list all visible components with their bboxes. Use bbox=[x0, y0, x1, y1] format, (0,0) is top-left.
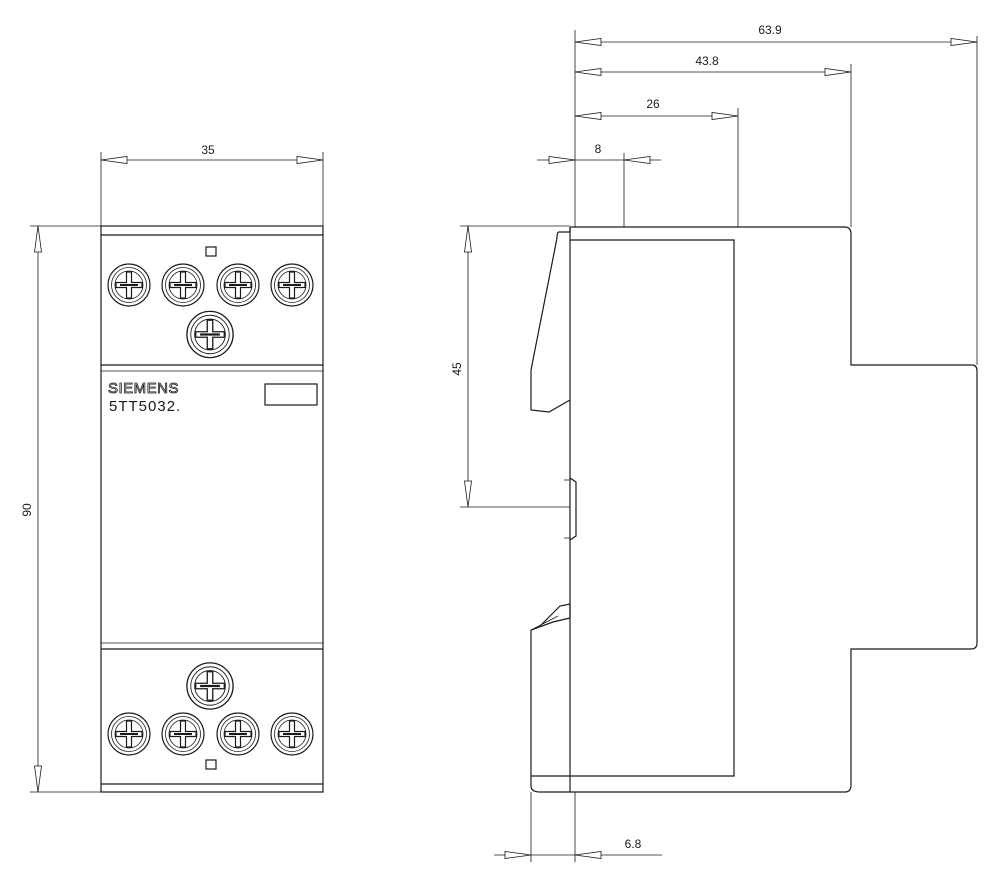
brand-logo: SIEMENS bbox=[108, 380, 179, 397]
terminal-screw bbox=[186, 662, 234, 710]
bottom-indicator-mark bbox=[205, 759, 217, 770]
model-number: 5TT5032. bbox=[109, 398, 181, 415]
dim-depth-front-label: 43.8 bbox=[695, 54, 719, 68]
front-view: SIEMENS 5TT5032. 35 90 bbox=[20, 143, 324, 793]
dim-rail-height-label: 45 bbox=[450, 362, 464, 376]
terminal-screw bbox=[107, 263, 151, 307]
dim-depth-mid-label: 26 bbox=[646, 97, 660, 111]
front-body-outline bbox=[100, 225, 324, 793]
terminal-screw bbox=[270, 712, 314, 756]
terminal-screw bbox=[161, 712, 205, 756]
dim-height-label: 90 bbox=[20, 503, 34, 517]
dim-depth-small-label: 8 bbox=[595, 142, 602, 156]
dim-offset-label: 6.8 bbox=[625, 837, 642, 851]
terminal-screw bbox=[270, 263, 314, 307]
side-view: 63.9 43.8 26 8 45 6.8 bbox=[450, 23, 978, 862]
terminal-screw bbox=[216, 263, 260, 307]
label-window bbox=[264, 383, 318, 406]
terminal-screw bbox=[161, 263, 205, 307]
dim-depth-total-label: 63.9 bbox=[758, 23, 782, 37]
dim-width-label: 35 bbox=[201, 143, 215, 157]
terminal-screw bbox=[216, 712, 260, 756]
terminal-screw bbox=[186, 310, 234, 359]
terminal-screw bbox=[107, 712, 151, 756]
side-body-outline bbox=[530, 226, 978, 793]
top-indicator-mark bbox=[205, 246, 217, 257]
